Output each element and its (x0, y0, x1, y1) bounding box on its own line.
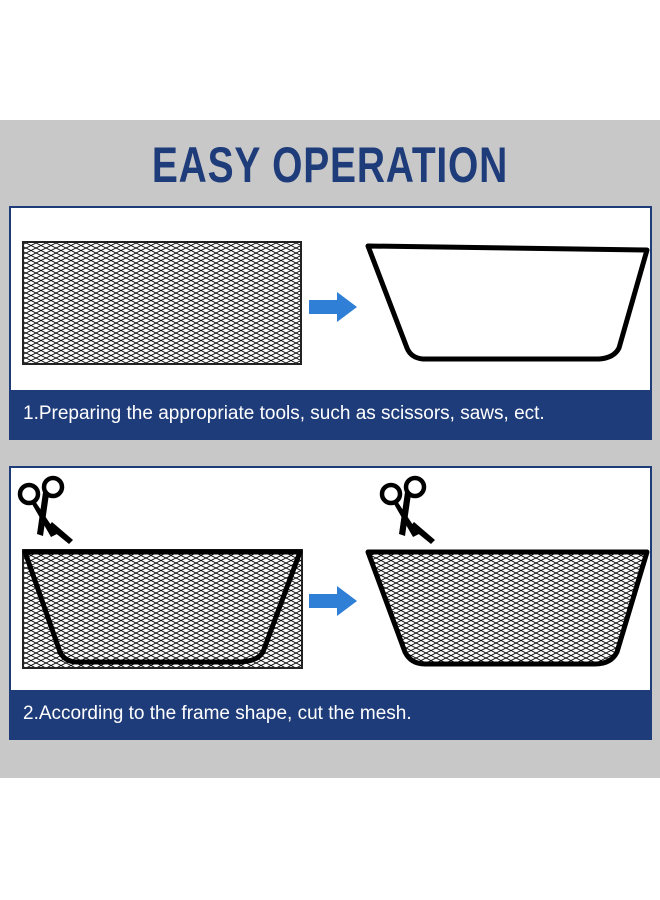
cut-mesh-in-frame (365, 549, 650, 667)
step-2-illustration (17, 475, 650, 669)
arrow-right-icon (309, 292, 357, 322)
step-2-panel: 2.According to the frame shape, cut the … (9, 466, 652, 740)
arrow-right-icon (309, 586, 357, 616)
frame-outline (365, 243, 650, 362)
scissors-icon (17, 475, 73, 544)
step-1-illustration (22, 241, 650, 365)
mesh-sheet (22, 241, 302, 365)
step-1-caption: 1.Preparing the appropriate tools, such … (11, 390, 650, 438)
scissors-icon (379, 475, 435, 544)
step-1-panel: 1.Preparing the appropriate tools, such … (9, 206, 652, 440)
step-2-caption: 2.According to the frame shape, cut the … (11, 690, 650, 738)
mesh-sheet (22, 549, 303, 669)
frame-outline (22, 549, 303, 665)
page-title: EASY OPERATION (151, 137, 509, 193)
